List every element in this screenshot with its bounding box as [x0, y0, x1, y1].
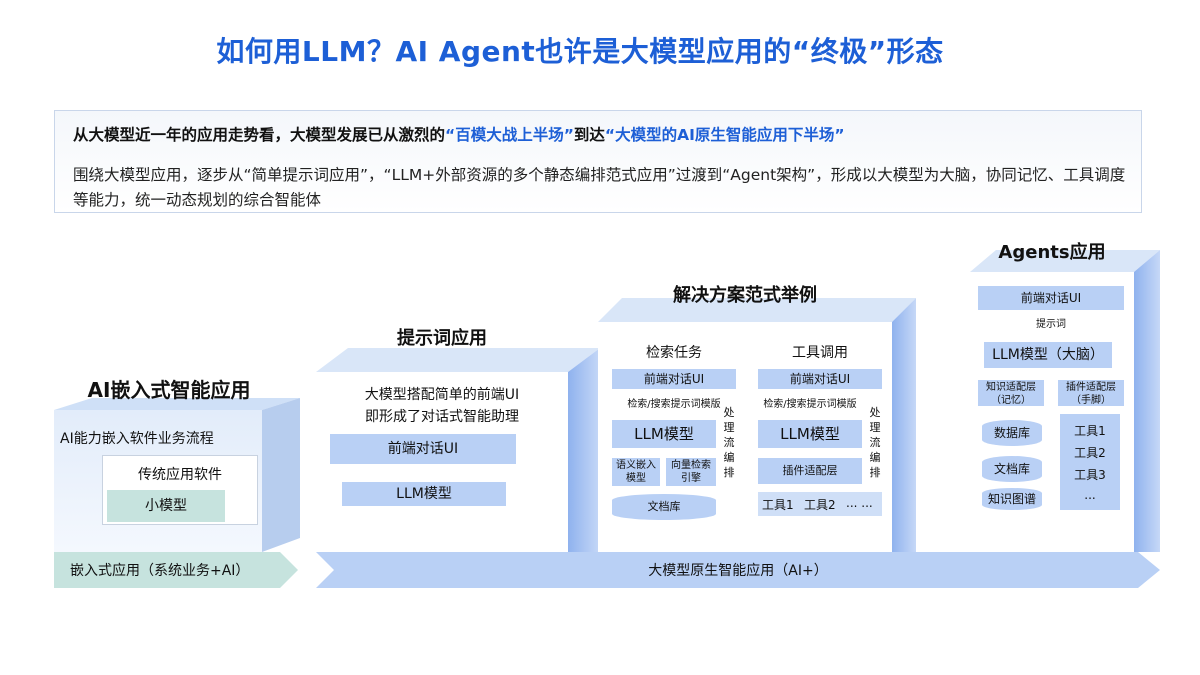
embedded-label: AI能力嵌入软件业务流程	[60, 431, 214, 447]
retrieval-docs-cylinder: 文档库	[612, 494, 716, 520]
embedded-panel-side	[262, 398, 300, 552]
agents-ui-box: 前端对话UI	[978, 286, 1124, 310]
traditional-software-label: 传统应用软件	[138, 467, 222, 483]
agents-tool2: 工具2	[1074, 446, 1106, 460]
intro-highlight-second-half: “大模型的AI原生智能应用下半场”	[604, 126, 845, 144]
intro-headline-part1: 从大模型近一年的应用走势看，大模型发展已从激烈的	[73, 126, 446, 144]
embedded-panel-top	[54, 398, 300, 410]
page-title: 如何用LLM？AI Agent也许是大模型应用的“终极”形态	[216, 35, 944, 68]
retrieval-orch-char-2: 理	[723, 421, 735, 434]
prompt-app-desc-line2: 即形成了对话式智能助理	[365, 409, 519, 425]
prompt-app-description: 大模型搭配简单的前端UI 即形成了对话式智能助理	[316, 384, 568, 428]
semantic-embedding-line2: 模型	[626, 473, 646, 484]
solutions-panel-top	[598, 298, 916, 322]
embedded-bar-label: 嵌入式应用（系统业务+AI）	[70, 563, 250, 579]
retrieval-orchestration-label: 处 理 流 编 排	[722, 405, 736, 480]
agents-plugin-layer: 插件适配层 （手脚）	[1058, 380, 1124, 406]
agents-tools-box: 工具1 工具2 工具3 ...	[1060, 414, 1120, 510]
tools-ui-box: 前端对话UI	[758, 369, 882, 389]
retrieval-orch-char-4: 编	[723, 451, 735, 464]
retrieval-orch-char-1: 处	[723, 406, 735, 419]
agents-panel-front	[970, 272, 1134, 552]
tools-tool1: 工具1	[762, 498, 794, 512]
agents-plugin-line1: 插件适配层	[1066, 382, 1116, 393]
tools-orchestration-label: 处 理 流 编 排	[868, 405, 882, 480]
native-arrow	[316, 552, 1160, 588]
prompt-ui-box: 前端对话UI	[330, 434, 516, 464]
agents-knowledge-graph-cylinder: 知识图谱	[982, 488, 1042, 510]
intro-headline-part2: 到达	[573, 126, 605, 144]
tools-orch-char-1: 处	[869, 406, 881, 419]
agents-knowledge-line1: 知识适配层	[986, 382, 1036, 393]
agents-llm-box: LLM模型（大脑）	[984, 342, 1112, 368]
intro-highlight-first-half: “百模大战上半场”	[445, 126, 574, 144]
vector-search-box: 向量检索 引擎	[666, 458, 716, 486]
intro-box: 从大模型近一年的应用走势看，大模型发展已从激烈的“百模大战上半场”到达“大模型的…	[54, 110, 1142, 213]
vector-search-line2: 引擎	[681, 473, 701, 484]
tools-orch-char-2: 理	[869, 421, 881, 434]
prompt-panel-top	[316, 348, 600, 372]
tools-llm-box: LLM模型	[758, 420, 862, 448]
solutions-panel-side	[892, 298, 916, 552]
agents-panel-side	[1134, 250, 1160, 552]
retrieval-title: 检索任务	[646, 345, 702, 361]
agents-knowledge-layer: 知识适配层 （记忆）	[978, 380, 1044, 406]
tools-orch-char-4: 编	[869, 451, 881, 464]
embedded-arrow	[54, 552, 298, 588]
prompt-app-desc-line1: 大模型搭配简单的前端UI	[364, 387, 520, 403]
tools-template-label: 检索/搜索提示词模版	[763, 399, 857, 410]
retrieval-template-label: 检索/搜索提示词模版	[627, 399, 721, 410]
agents-plugin-line2: （手脚）	[1071, 395, 1111, 406]
agents-tool3: 工具3	[1074, 468, 1106, 482]
native-bar-label: 大模型原生智能应用（AI+）	[648, 563, 828, 579]
vector-search-line1: 向量检索	[671, 460, 711, 471]
solutions-heading: 解决方案范式举例	[673, 285, 817, 306]
prompt-llm-box: LLM模型	[342, 482, 506, 506]
small-model-box: 小模型	[107, 490, 225, 522]
retrieval-orch-char-3: 流	[723, 436, 735, 449]
tools-title: 工具调用	[792, 345, 848, 361]
retrieval-llm-box: LLM模型	[612, 420, 716, 448]
tools-more: ... ...	[846, 496, 873, 510]
agents-heading: Agents应用	[998, 242, 1106, 263]
prompt-app-heading: 提示词应用	[397, 328, 487, 349]
retrieval-ui-box: 前端对话UI	[612, 369, 736, 389]
prompt-panel-side	[568, 348, 600, 552]
tools-orch-char-3: 流	[869, 436, 881, 449]
agents-database-cylinder: 数据库	[982, 420, 1042, 446]
intro-headline: 从大模型近一年的应用走势看，大模型发展已从激烈的“百模大战上半场”到达“大模型的…	[73, 123, 845, 145]
agents-tools-more: ...	[1084, 488, 1096, 502]
tools-row: 工具1 工具2 ... ...	[758, 492, 882, 516]
agents-docs-cylinder: 文档库	[982, 456, 1042, 482]
semantic-embedding-box: 语义嵌入 模型	[612, 458, 660, 486]
tools-tool2: 工具2	[804, 498, 836, 512]
tools-plugin-box: 插件适配层	[758, 458, 862, 484]
tools-orch-char-5: 排	[869, 466, 881, 479]
agents-prompt-label: 提示词	[1036, 319, 1066, 330]
intro-body: 围绕大模型应用，逐步从“简单提示词应用”，“LLM+外部资源的多个静态编排范式应…	[73, 166, 1126, 209]
semantic-embedding-line1: 语义嵌入	[616, 460, 656, 471]
traditional-software-box: 传统应用软件 小模型	[102, 455, 258, 525]
agents-knowledge-line2: （记忆）	[991, 395, 1031, 406]
retrieval-orch-char-5: 排	[723, 466, 735, 479]
agents-panel-top	[970, 250, 1160, 272]
embedded-heading: AI嵌入式智能应用	[87, 378, 251, 402]
agents-tool1: 工具1	[1074, 424, 1106, 438]
